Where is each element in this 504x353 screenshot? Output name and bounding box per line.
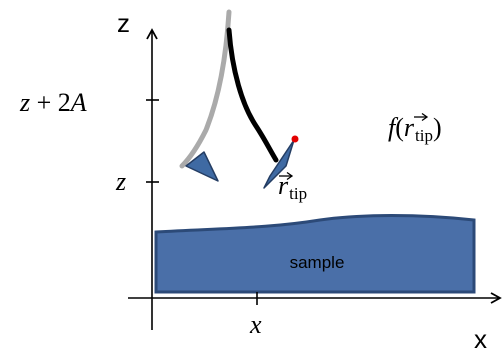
cantilever-upper-position <box>179 9 232 169</box>
sample-label: sample <box>290 253 345 272</box>
tip-position-label: rtip <box>278 171 307 203</box>
cantilever-lower-position <box>226 27 279 163</box>
z-lower-tick-label: z <box>115 167 126 196</box>
x-tick-label: x <box>249 310 262 339</box>
force-function-label: f(rtip) <box>388 112 442 145</box>
z-upper-tick-label: z + 2A <box>19 88 87 117</box>
z-axis-label: z <box>117 8 130 38</box>
x-axis-label: x <box>474 324 487 353</box>
tip-upper-position <box>185 151 219 182</box>
sample-block <box>154 214 476 294</box>
tip-apex-marker <box>291 135 299 143</box>
svg-text:f(rtip): f(rtip) <box>388 113 442 145</box>
svg-text:rtip: rtip <box>278 171 307 203</box>
